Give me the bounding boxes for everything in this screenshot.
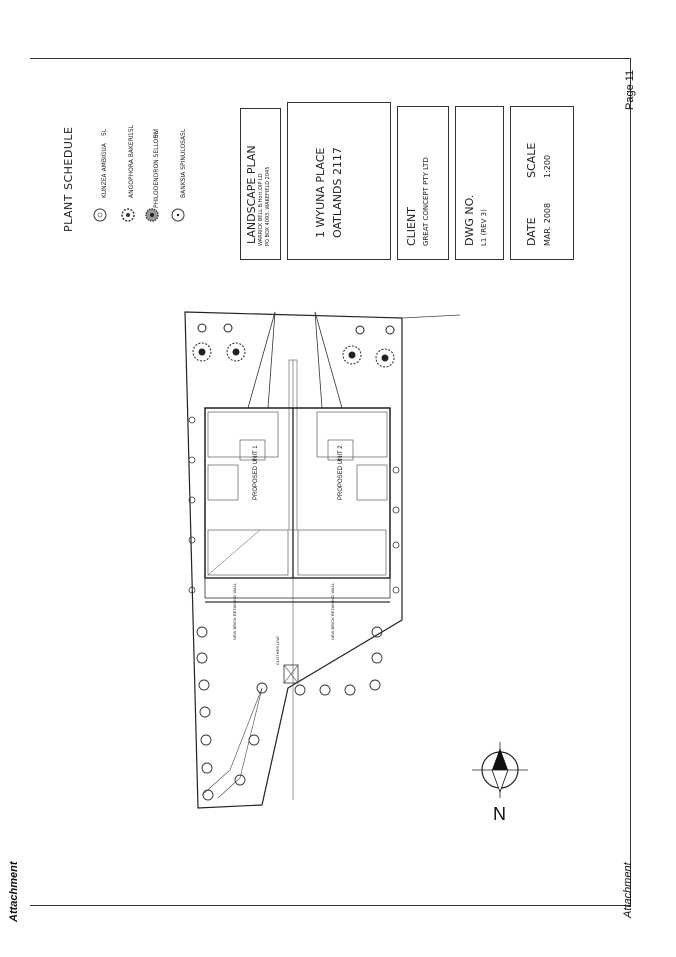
dwg-label: DWG NO. — [463, 194, 476, 246]
title-box-site — [287, 102, 391, 260]
plant-name-1: KUNZEA AMBIGUA — [101, 143, 108, 198]
unit2-bath — [356, 464, 388, 501]
clothes-line-symbol — [283, 664, 299, 684]
attachment-label-bottom: Attachment — [622, 862, 634, 918]
street-trees — [192, 323, 395, 368]
site-address-line-2: OATLANDS 2117 — [331, 147, 344, 238]
author-line-2: PO BOX 4093, WAKEFIELD 2045 — [265, 166, 271, 246]
dwg-number: L1 (REV 3) — [480, 209, 488, 246]
retaining-wall-label-1: NEW BRICK RETAINING WALL — [232, 582, 237, 640]
site-plan-drawing — [184, 311, 461, 809]
north-arrow-icon — [472, 742, 528, 798]
unit2-stair — [327, 439, 354, 461]
frame-line-right — [630, 58, 631, 906]
street-edge-line — [401, 314, 461, 319]
plant-name-2: ANGOPHORA BAKERI — [128, 135, 135, 198]
title-box-dwg — [455, 106, 504, 260]
page-number: Page 11 — [624, 69, 636, 110]
unit1-stair — [239, 439, 266, 461]
title-box-client — [397, 106, 449, 260]
clothes-line-label: CLOTHES LINE — [275, 636, 280, 665]
date-value: MAR. 2008 — [543, 202, 552, 246]
author-line-1: WARRICK BELL B.Hort.DIP LD — [258, 173, 264, 246]
plant-qty-4: 5L — [180, 128, 187, 136]
unit2-garage — [316, 411, 388, 458]
title-box-date-scale — [510, 106, 574, 260]
plant-qty-2: 15L — [128, 125, 135, 136]
plan-title: LANDSCAPE PLAN — [245, 145, 258, 244]
plant-qty-3: 5L — [153, 130, 160, 138]
kunzea-symbol-icon — [93, 208, 107, 222]
unit-1-label: PROPOSED UNIT 1 — [253, 445, 259, 500]
client-name: GREAT CONCEPT PTY LTD — [422, 157, 430, 246]
unit1-living — [207, 529, 289, 576]
unit-2-label: PROPOSED UNIT 2 — [338, 445, 344, 500]
date-label: DATE — [525, 217, 538, 246]
banksia-symbol-icon — [171, 208, 185, 222]
philodendron-symbol-icon — [145, 208, 159, 222]
frame-line-top — [30, 58, 630, 59]
unit1-garage — [207, 411, 279, 458]
scale-label: SCALE — [525, 142, 538, 178]
driveway-unit-1 — [247, 311, 276, 409]
client-label: CLIENT — [405, 207, 418, 246]
plant-name-4: BANKSIA SPINULOSA — [180, 135, 187, 198]
plant-qty-1: 5L — [101, 128, 108, 136]
north-label: N — [493, 804, 506, 824]
angophora-symbol-icon — [121, 208, 135, 222]
scale-value: 1:200 — [543, 154, 552, 178]
site-address-line-1: 1 WYUNA PLACE — [314, 147, 327, 238]
title-box-plan — [240, 108, 281, 260]
attachment-label-left: Attachment — [8, 861, 20, 922]
plant-symbols — [93, 208, 185, 222]
unit2-living — [297, 529, 387, 576]
rear-courtyard — [204, 577, 391, 599]
unit1-diag — [207, 529, 261, 576]
rear-yard-shrubs — [196, 626, 383, 801]
unit1-bath — [207, 464, 239, 501]
plant-schedule-heading: PLANT SCHEDULE — [62, 126, 75, 232]
frame-line-bottom — [30, 905, 630, 906]
driveway-unit-2 — [314, 311, 343, 409]
stepping-path — [217, 687, 263, 799]
side-shrubs — [188, 416, 400, 594]
building-footprint — [204, 407, 391, 579]
plant-name-3: PHILODENDRON SELLOUM — [153, 129, 160, 208]
retaining-wall-label-2: NEW BRICK RETAINING WALL — [330, 582, 335, 640]
